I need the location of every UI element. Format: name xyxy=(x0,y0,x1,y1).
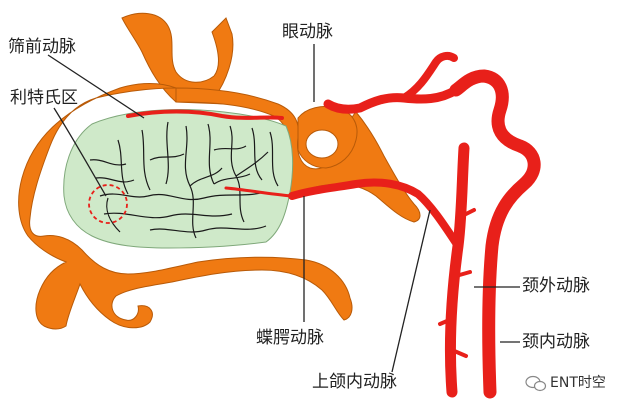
wechat-icon xyxy=(525,375,547,392)
internal-carotid-artery xyxy=(449,69,541,399)
label-sphenopalatine-artery: 蝶腭动脉 xyxy=(256,328,324,348)
ophthalmic-artery-upper xyxy=(400,51,458,102)
nasal-bone-structure xyxy=(18,12,421,330)
label-internal-carotid-artery: 颈内动脉 xyxy=(522,332,590,352)
leader-lines xyxy=(47,44,520,373)
nasal-septum-mucosa xyxy=(63,109,294,249)
leader-maxillary xyxy=(391,209,431,373)
external-carotid-branch-3 xyxy=(438,316,456,326)
orbital-roof-bone xyxy=(121,12,234,105)
septal-vessel-network xyxy=(89,121,279,239)
maxillary-artery xyxy=(288,178,462,250)
arteries xyxy=(126,51,541,399)
external-carotid-branch-2 xyxy=(454,270,472,278)
external-carotid-branch-1 xyxy=(456,208,476,220)
nasal-cavity-frame xyxy=(18,83,353,330)
label-littles-area: 利特氏区 xyxy=(10,88,78,108)
sphenopalatine-artery xyxy=(224,186,294,198)
leader-littles-area xyxy=(53,107,107,197)
littles-area-circle xyxy=(88,184,128,224)
external-carotid-branch-4 xyxy=(450,348,468,358)
label-external-carotid-artery: 颈外动脉 xyxy=(522,276,590,296)
optic-foramen xyxy=(305,129,339,159)
label-ophthalmic-artery: 眼动脉 xyxy=(282,22,333,42)
ophthalmic-artery xyxy=(323,85,461,114)
label-maxillary-artery: 上颌内动脉 xyxy=(312,372,397,392)
leader-anterior-ethmoidal xyxy=(47,54,145,119)
label-anterior-ethmoidal-artery: 筛前动脉 xyxy=(8,37,76,57)
watermark-text: ENT时空 xyxy=(550,375,606,391)
anterior-ethmoidal-artery xyxy=(126,109,284,120)
